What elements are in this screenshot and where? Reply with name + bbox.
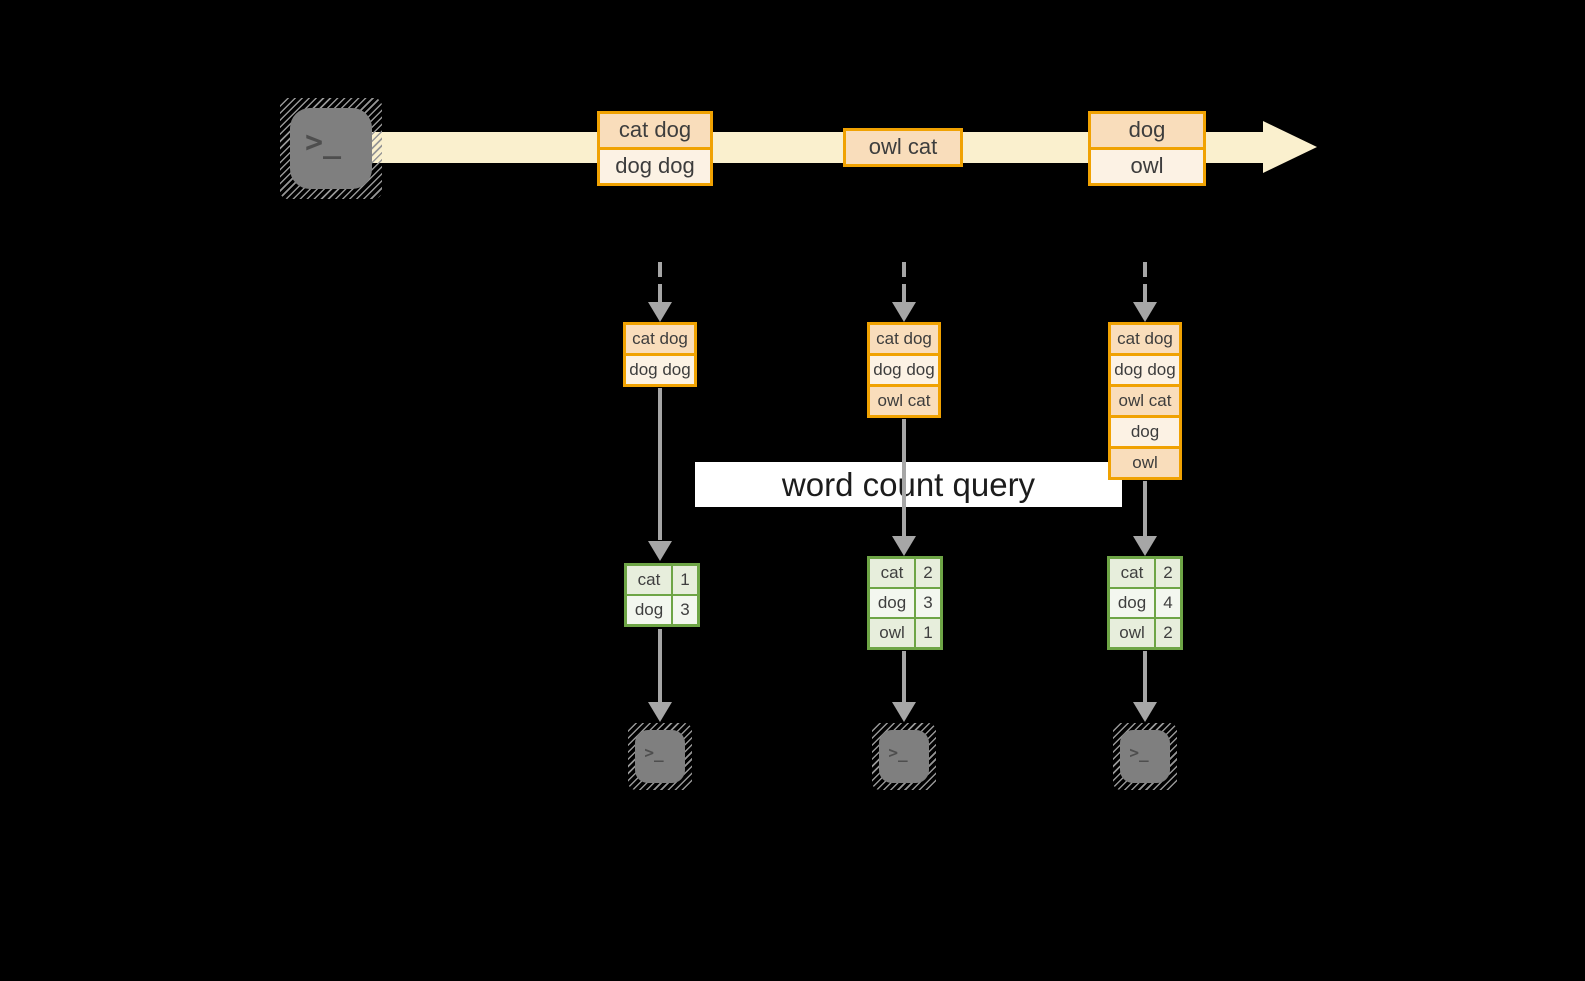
table-cell-count: 3 <box>673 596 697 624</box>
dashed-arrow-line <box>1143 284 1147 306</box>
dashed-arrow-segment <box>902 262 906 277</box>
stream-message-line: dog dog <box>597 147 713 186</box>
table-cell-count: 4 <box>1156 589 1180 617</box>
query-label: word count query <box>695 462 1122 507</box>
table-cell-word: dog <box>870 589 914 617</box>
table-cell-count: 2 <box>1156 559 1180 587</box>
arrow-line <box>658 388 662 540</box>
terminal-body: >_ <box>290 108 372 189</box>
arrow-line <box>1143 651 1147 703</box>
state-buffer-3: cat dog dog dog owl cat dog owl <box>1108 322 1182 480</box>
down-arrowhead <box>648 541 672 561</box>
stream-message-line: owl <box>1088 147 1206 186</box>
state-row: owl cat <box>867 384 941 418</box>
word-count-table-1: cat 1 dog 3 <box>624 563 700 627</box>
table-cell-word: owl <box>1110 619 1154 647</box>
dashed-arrow-line <box>902 284 906 306</box>
table-cell-word: dog <box>627 596 671 624</box>
stream-message-3: dog owl <box>1088 111 1206 186</box>
state-row: cat dog <box>623 322 697 356</box>
arrow-line <box>902 419 906 538</box>
table-cell-word: cat <box>627 566 671 594</box>
state-row: cat dog <box>1108 322 1182 356</box>
terminal-body: >_ <box>879 730 929 783</box>
down-arrowhead <box>892 302 916 322</box>
source-terminal-icon: >_ <box>280 98 382 199</box>
state-buffer-2: cat dog dog dog owl cat <box>867 322 941 418</box>
down-arrowhead <box>1133 536 1157 556</box>
stream-message-line: owl cat <box>843 128 963 167</box>
table-cell-count: 1 <box>673 566 697 594</box>
table-cell-count: 2 <box>1156 619 1180 647</box>
state-row: dog dog <box>623 353 697 387</box>
down-arrowhead <box>1133 702 1157 722</box>
down-arrowhead <box>892 536 916 556</box>
arrow-line <box>902 651 906 703</box>
state-row: dog dog <box>1108 353 1182 387</box>
down-arrowhead <box>648 702 672 722</box>
arrow-line <box>658 629 662 703</box>
stream-arrowhead <box>1263 121 1317 173</box>
dashed-arrow-line <box>658 284 662 306</box>
consumer-terminal-icon-1: >_ <box>628 723 692 790</box>
terminal-body: >_ <box>635 730 685 783</box>
state-row: dog <box>1108 415 1182 449</box>
table-cell-word: owl <box>870 619 914 647</box>
down-arrowhead <box>648 302 672 322</box>
stream-message-1: cat dog dog dog <box>597 111 713 186</box>
table-cell-word: cat <box>870 559 914 587</box>
table-cell-count: 1 <box>916 619 940 647</box>
stream-message-2: owl cat <box>843 128 963 167</box>
consumer-terminal-icon-3: >_ <box>1113 723 1177 790</box>
stream-message-line: dog <box>1088 111 1206 150</box>
word-count-table-2: cat 2 dog 3 owl 1 <box>867 556 943 650</box>
terminal-prompt-glyph: >_ <box>1129 743 1149 762</box>
state-row: owl cat <box>1108 384 1182 418</box>
state-row: cat dog <box>867 322 941 356</box>
dashed-arrow-segment <box>658 262 662 277</box>
consumer-terminal-icon-2: >_ <box>872 723 936 790</box>
terminal-prompt-glyph: >_ <box>304 125 342 160</box>
table-cell-count: 2 <box>916 559 940 587</box>
state-row: owl <box>1108 446 1182 480</box>
arrow-line <box>1143 481 1147 538</box>
state-buffer-1: cat dog dog dog <box>623 322 697 387</box>
terminal-prompt-glyph: >_ <box>888 743 908 762</box>
dashed-arrow-segment <box>1143 262 1147 277</box>
table-cell-count: 3 <box>916 589 940 617</box>
table-cell-word: dog <box>1110 589 1154 617</box>
table-cell-word: cat <box>1110 559 1154 587</box>
stream-message-line: cat dog <box>597 111 713 150</box>
down-arrowhead <box>892 702 916 722</box>
state-row: dog dog <box>867 353 941 387</box>
down-arrowhead <box>1133 302 1157 322</box>
terminal-prompt-glyph: >_ <box>644 743 664 762</box>
word-count-table-3: cat 2 dog 4 owl 2 <box>1107 556 1183 650</box>
terminal-body: >_ <box>1120 730 1170 783</box>
